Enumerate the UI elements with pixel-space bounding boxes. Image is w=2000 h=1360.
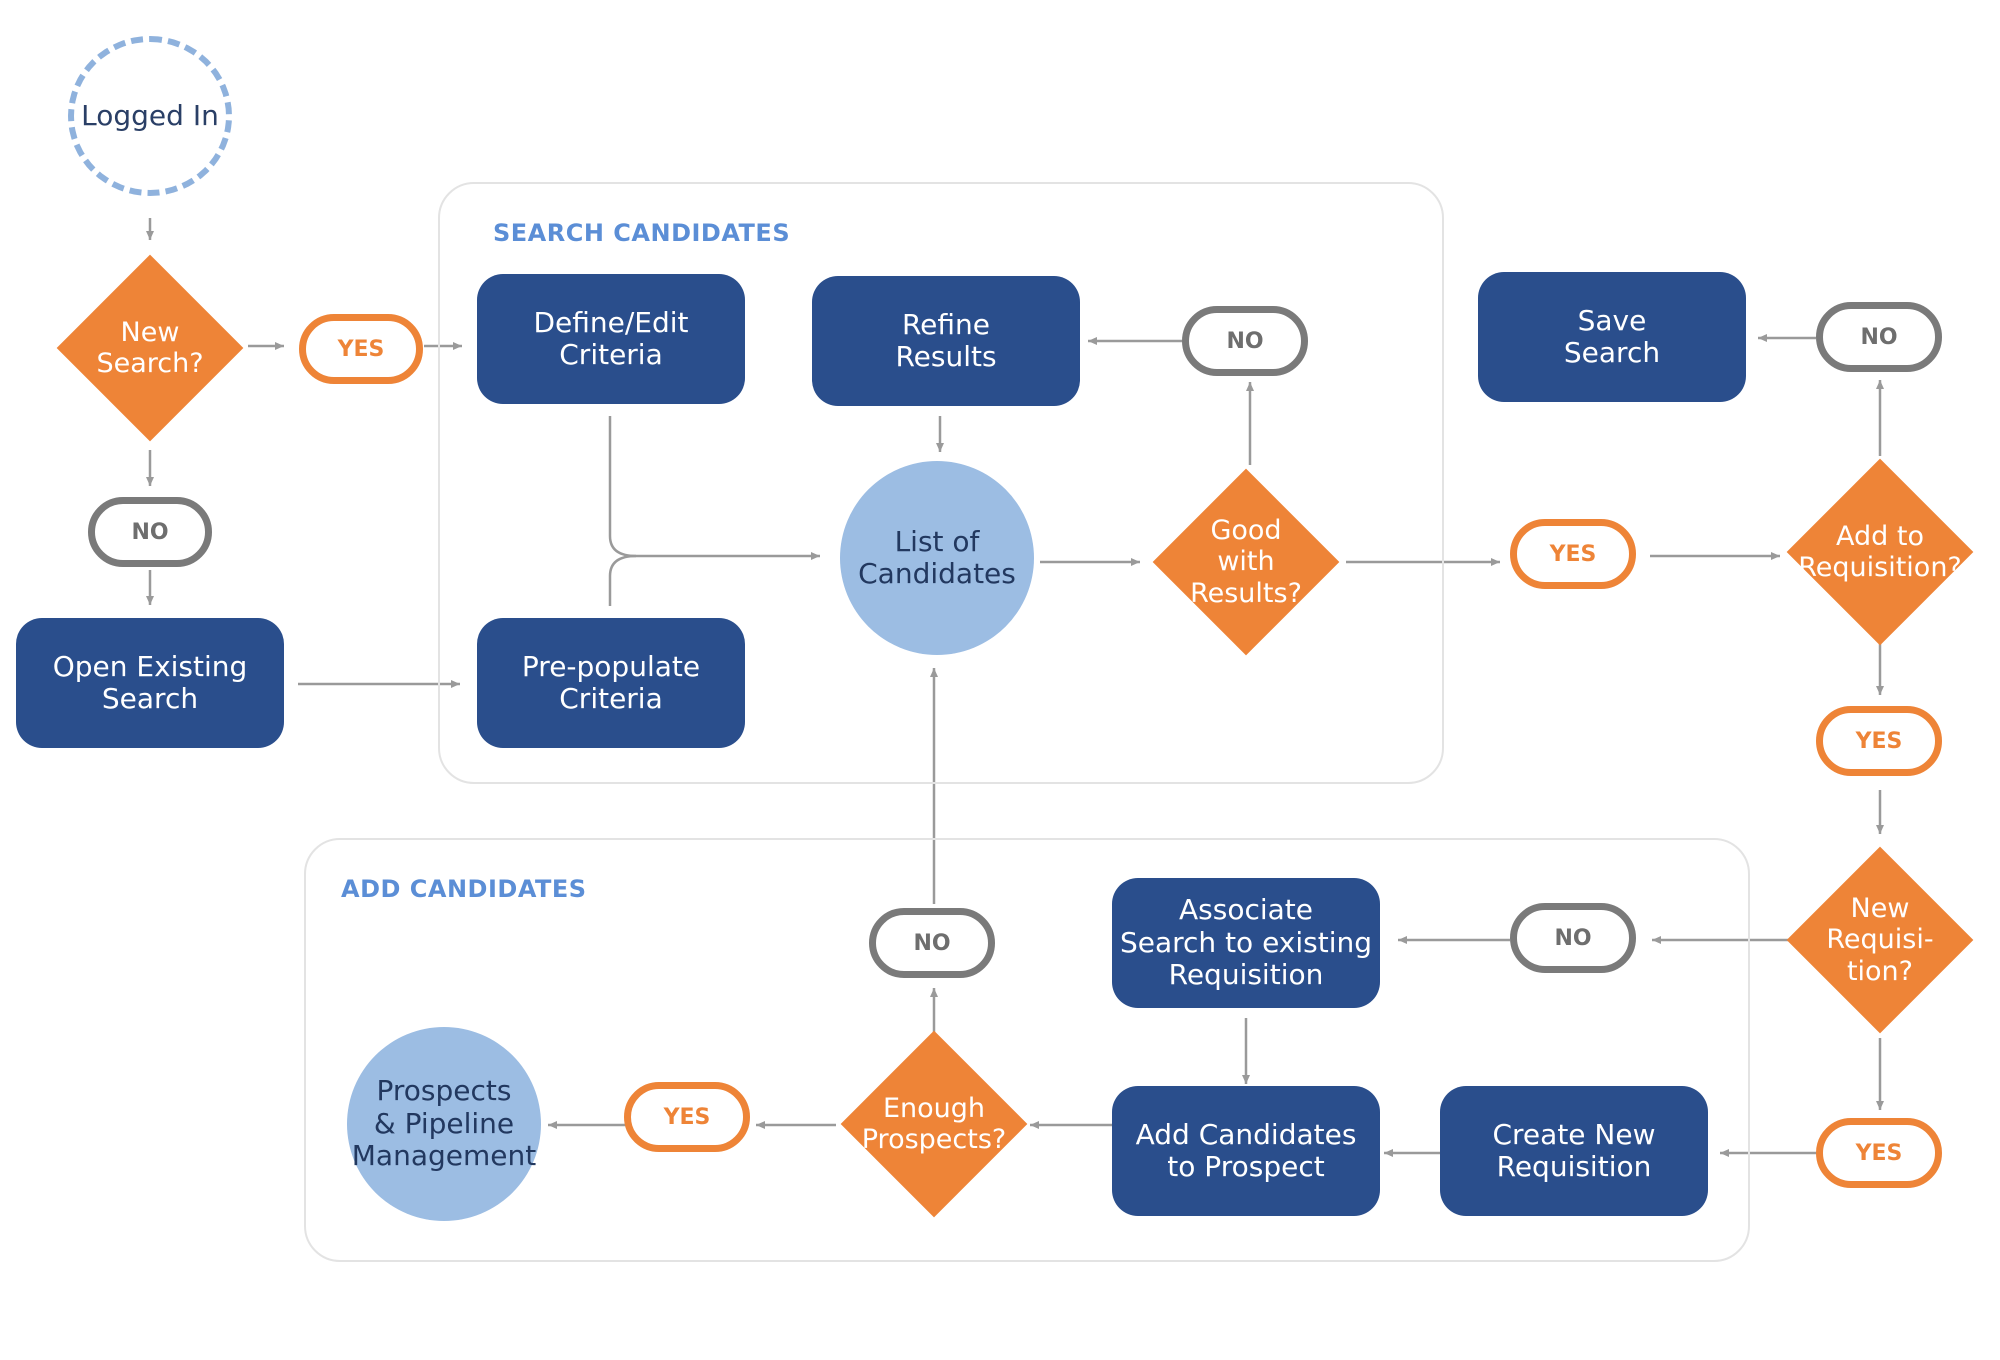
prepopulate-criteria-box[interactable]: Pre-populate Criteria xyxy=(477,618,745,748)
create-new-requisition-box[interactable]: Create New Requisition xyxy=(1440,1086,1708,1216)
no-pill-add-requisition[interactable]: NO xyxy=(1816,302,1942,372)
no-pill-good-results[interactable]: NO xyxy=(1182,306,1308,376)
logged-in-start[interactable]: Logged In xyxy=(68,36,232,196)
list-of-candidates-circle[interactable]: List of Candidates xyxy=(840,461,1034,655)
new-search-label: New Search? xyxy=(96,316,204,379)
refine-results-box[interactable]: Refine Results xyxy=(812,276,1080,406)
define-edit-criteria-box[interactable]: Define/Edit Criteria xyxy=(477,274,745,404)
add-candidates-title: ADD CANDIDATES xyxy=(341,875,587,903)
save-search-box[interactable]: Save Search xyxy=(1478,272,1746,402)
enough-prospects-label: Enough Prospects? xyxy=(861,1092,1007,1155)
good-results-label: Good with Results? xyxy=(1190,515,1302,609)
no-pill-new-requisition[interactable]: NO xyxy=(1510,903,1636,973)
add-to-requisition-decision[interactable]: Add to Requisition? xyxy=(1786,458,1974,646)
new-requisition-label: New Requisi- tion? xyxy=(1826,893,1934,987)
new-requisition-decision[interactable]: New Requisi- tion? xyxy=(1786,846,1974,1034)
yes-pill-good-results[interactable]: YES xyxy=(1510,519,1636,589)
search-candidates-title: SEARCH CANDIDATES xyxy=(493,219,791,247)
yes-pill-add-requisition[interactable]: YES xyxy=(1816,706,1942,776)
good-results-decision[interactable]: Good with Results? xyxy=(1152,468,1340,656)
yes-pill-enough-prospects[interactable]: YES xyxy=(624,1082,750,1152)
associate-search-box[interactable]: Associate Search to existing Requisition xyxy=(1112,878,1380,1008)
prospects-pipeline-circle[interactable]: Prospects & Pipeline Management xyxy=(347,1027,541,1221)
enough-prospects-decision[interactable]: Enough Prospects? xyxy=(840,1030,1028,1218)
no-pill-new-search[interactable]: NO xyxy=(88,497,212,567)
add-candidates-group xyxy=(304,838,1750,1262)
add-candidates-to-prospect-box[interactable]: Add Candidates to Prospect xyxy=(1112,1086,1380,1216)
open-existing-search-box[interactable]: Open Existing Search xyxy=(16,618,284,748)
no-pill-enough-prospects[interactable]: NO xyxy=(869,908,995,978)
search-candidates-group xyxy=(438,182,1444,784)
new-search-decision[interactable]: New Search? xyxy=(56,254,244,442)
yes-pill-new-requisition[interactable]: YES xyxy=(1816,1118,1942,1188)
yes-pill-new-search[interactable]: YES xyxy=(299,314,423,384)
add-to-requisition-label: Add to Requisition? xyxy=(1798,520,1962,583)
